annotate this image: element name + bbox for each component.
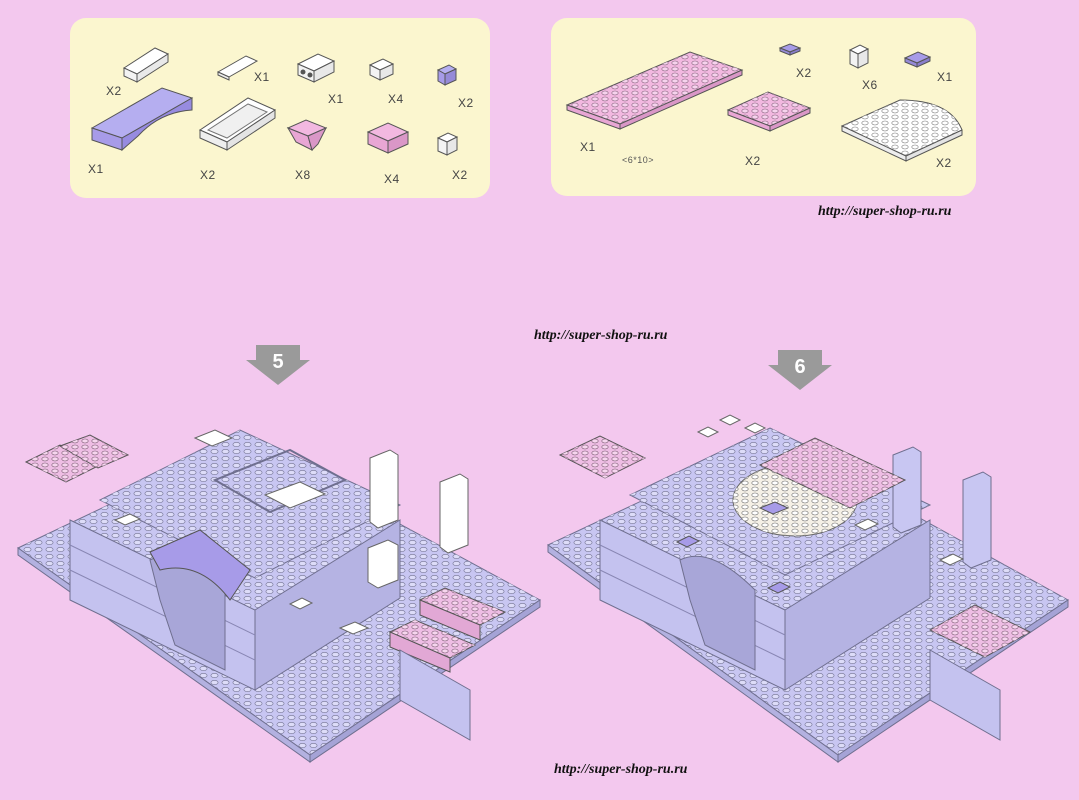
- qty-label: X4: [384, 172, 400, 186]
- watermark-url: http://super-shop-ru.ru: [534, 328, 668, 343]
- brick-white-1x1: [368, 58, 395, 81]
- qty-label: X2: [452, 168, 468, 182]
- brick-pink-2x2: [366, 122, 410, 154]
- qty-label: X1: [254, 70, 270, 84]
- slope-pink-2x2-inverted: [286, 119, 328, 151]
- qty-label: X2: [200, 168, 216, 182]
- qty-label: X2: [796, 66, 812, 80]
- qty-label: X8: [295, 168, 311, 182]
- qty-label: X2: [745, 154, 761, 168]
- qty-label: X2: [936, 156, 952, 170]
- qty-label: X1: [937, 70, 953, 84]
- qty-label: X6: [862, 78, 878, 92]
- qty-label: X1: [328, 92, 344, 106]
- step-number: 6: [794, 356, 806, 378]
- watermark-url: http://super-shop-ru.ru: [554, 762, 688, 777]
- plate-size-label: <6*10>: [622, 155, 655, 165]
- arch-purple-1x6: [90, 87, 194, 152]
- qty-label: X1: [580, 140, 596, 154]
- brick-white-1x2-holes: [296, 53, 336, 83]
- plate-pink-4x4: [726, 91, 812, 132]
- watermark-url: http://super-shop-ru.ru: [818, 204, 952, 219]
- plate-pink-6x10: [565, 51, 744, 130]
- qty-label: X2: [106, 84, 122, 98]
- brick-white-1x1-c: [848, 44, 870, 69]
- qty-label: X1: [88, 162, 104, 176]
- step-number: 5: [272, 351, 284, 373]
- qty-label: X4: [388, 92, 404, 106]
- tile-purple-1x1: [778, 43, 802, 56]
- brick-white-1x1-b: [436, 132, 459, 156]
- plate-white-round-corner: [840, 99, 963, 162]
- plate-purple-1x2: [903, 51, 932, 68]
- plate-white-1x4: [216, 55, 259, 81]
- step-badge: 6: [777, 350, 823, 392]
- step-badge: 5: [255, 345, 301, 387]
- brick-white-2x6-open: [198, 97, 277, 151]
- brick-white-1x4: [122, 47, 170, 83]
- brick-purple-1x1: [436, 64, 458, 86]
- qty-label: X2: [458, 96, 474, 110]
- assembly-step-5: [17, 429, 541, 763]
- step-5-arrow: [246, 345, 310, 385]
- step-6-arrow: [768, 350, 832, 390]
- assembly-step-6: [547, 414, 1069, 763]
